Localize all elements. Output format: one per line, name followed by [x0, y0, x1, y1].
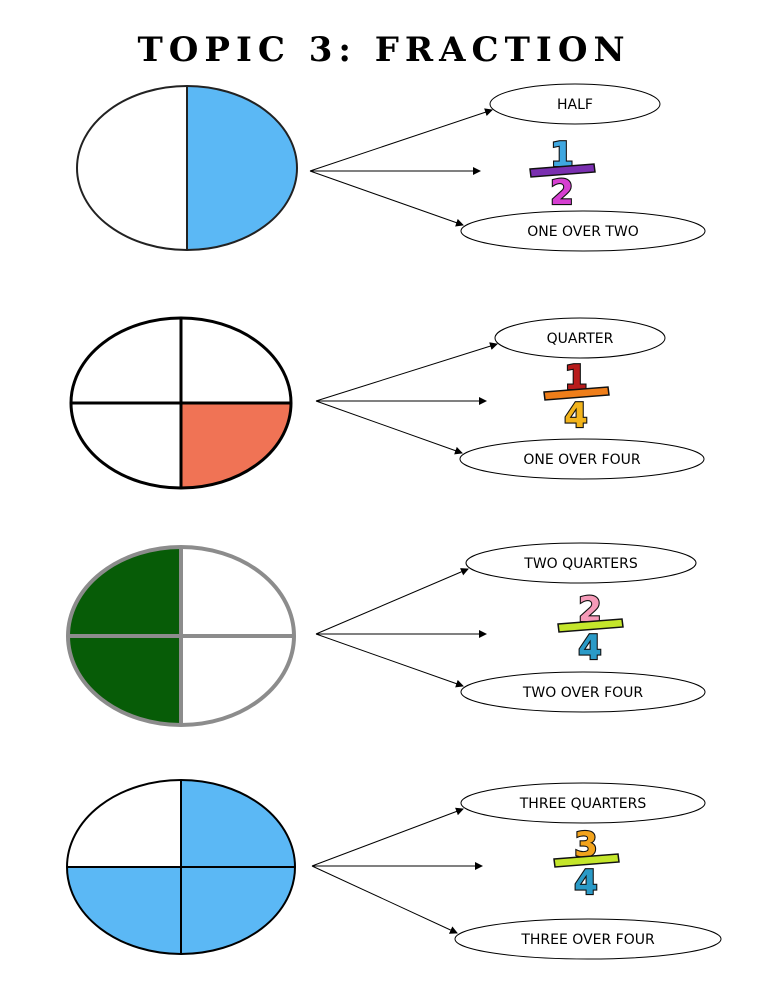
- arrow-to-word-label: [309, 108, 493, 172]
- fraction-symbol: 24: [557, 589, 624, 669]
- word-label: HALF: [557, 97, 593, 113]
- shaded-part-bl: [67, 867, 181, 954]
- shaded-part-br: [181, 867, 295, 954]
- words-label-oval: [460, 671, 706, 713]
- arrow-to-words-label: [309, 170, 464, 227]
- fraction-denominator: 4: [574, 863, 598, 903]
- arrow-to-word-label: [315, 342, 498, 402]
- fraction-denominator: 4: [564, 396, 588, 436]
- words-label: ONE OVER TWO: [527, 224, 639, 240]
- words-label-oval: [460, 210, 706, 252]
- words-label-oval: [454, 918, 722, 960]
- words-label-oval: [459, 438, 705, 480]
- arrow-to-words-label: [315, 633, 464, 688]
- fraction-denominator: 2: [550, 173, 574, 213]
- word-label: THREE QUARTERS: [519, 796, 647, 812]
- shaded-part-br: [181, 403, 291, 488]
- words-label: TWO OVER FOUR: [522, 685, 644, 701]
- word-label: TWO QUARTERS: [523, 556, 638, 572]
- shaded-part-tr: [187, 86, 297, 168]
- arrow-to-word-label: [315, 568, 469, 635]
- arrow-to-words-label: [311, 865, 458, 934]
- fraction-symbol: 34: [553, 824, 620, 904]
- fraction-symbol: 12: [529, 134, 596, 214]
- word-label-oval: [489, 83, 661, 125]
- shaded-part-bl: [68, 636, 181, 725]
- word-label-oval: [460, 782, 706, 824]
- fraction-bar: [543, 386, 610, 401]
- word-label-oval: [465, 542, 697, 584]
- words-label: ONE OVER FOUR: [523, 452, 640, 468]
- fraction-bar: [553, 853, 620, 868]
- fraction-bar: [557, 618, 624, 633]
- word-label-oval: [494, 317, 666, 359]
- arrow-to-words-label: [315, 400, 463, 455]
- word-label: QUARTER: [547, 331, 614, 347]
- words-label: THREE OVER FOUR: [520, 932, 655, 948]
- shaded-part-tr: [181, 780, 295, 867]
- fraction-denominator: 4: [578, 628, 602, 668]
- page-title: TOPIC 3: FRACTION: [137, 30, 631, 70]
- shaded-part-br: [187, 168, 297, 250]
- arrow-to-word-label: [311, 807, 464, 867]
- shaded-part-tl: [68, 547, 181, 636]
- fraction-symbol: 14: [543, 357, 610, 437]
- fraction-bar: [529, 163, 596, 178]
